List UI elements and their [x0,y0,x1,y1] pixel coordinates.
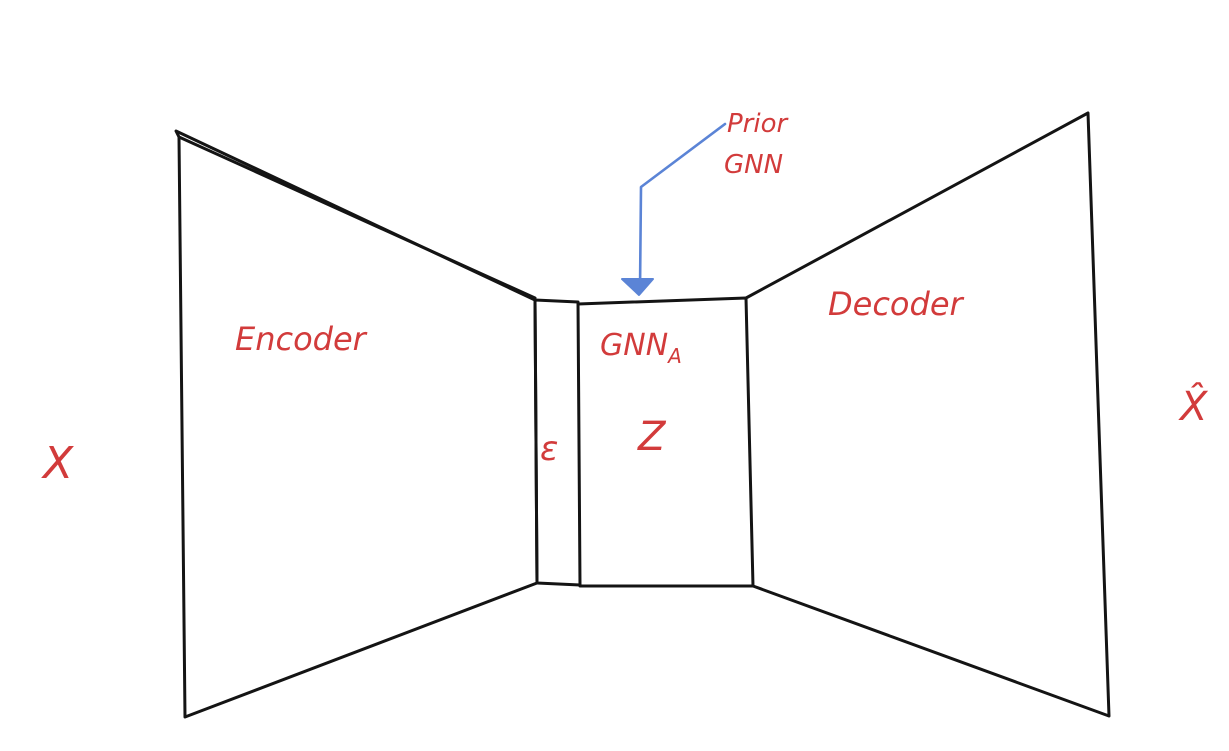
decoder-shape [744,111,1111,718]
latent-box [576,296,755,588]
prior-label-line1: Prior [727,109,789,139]
latent-gnn-text: GNN [600,328,668,363]
prior-arrow-line [638,122,727,292]
encoder-label: Encoder [235,320,368,358]
latent-gnn-subscript: A [666,344,682,368]
prior-label-line2: GNN [724,150,783,180]
latent-label: Z [637,414,667,460]
input-label: X [41,438,74,489]
output-label: X̂ [1178,382,1209,430]
decoder-label: Decoder [828,285,965,323]
latent-gnn-label: GNNA [600,328,682,368]
noise-label: ε [540,429,558,469]
prior-arrow-head [621,278,654,296]
encoder-top-edge [177,135,537,300]
